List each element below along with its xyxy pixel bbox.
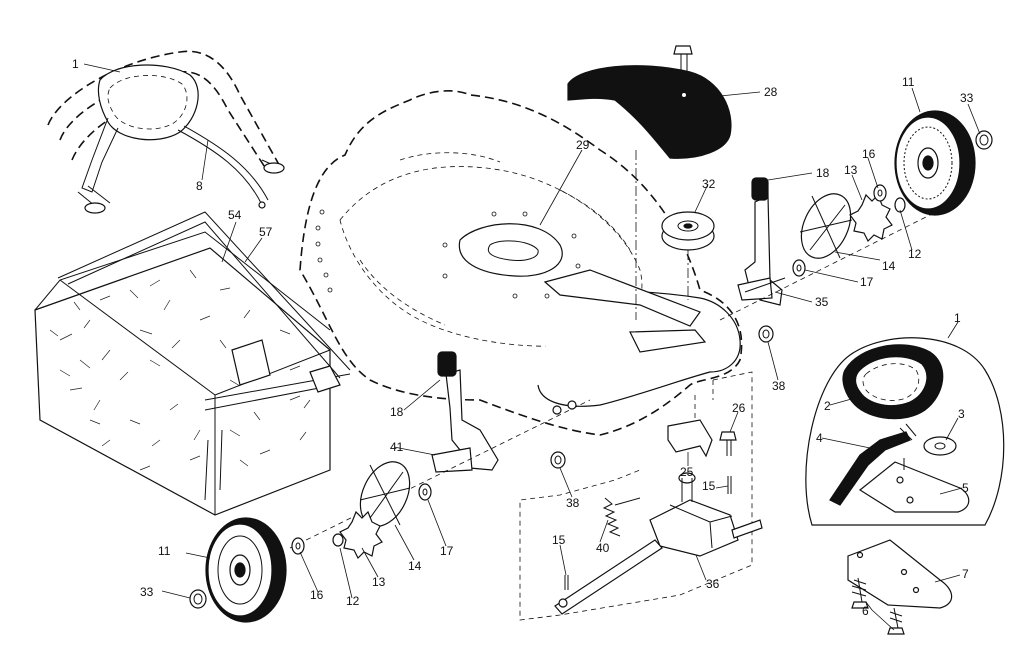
callout-11-left-wheel: 11: [158, 544, 171, 558]
callout-16-right: 16: [862, 147, 876, 161]
callout-11-right-wheel: 11: [902, 75, 915, 89]
plate-screw-parts: [851, 577, 905, 635]
grass-bag-part: [34, 231, 331, 516]
left-height-adjuster-part: [431, 351, 499, 473]
drive-screw-part: [719, 431, 737, 456]
callout-18-left-adjuster: 18: [390, 405, 404, 419]
callout-32-pulley: 32: [702, 177, 716, 191]
handle-cap-part: [81, 64, 199, 193]
drive-bracket-part: [667, 395, 713, 458]
inset-lever-part: [829, 423, 917, 506]
callout-1-handle-cap: 1: [72, 57, 79, 71]
callout-labels: 1 8 54 57 29 28 32 18 18 11 11 33 33 16 …: [72, 57, 974, 618]
left-bushing-part: [550, 451, 566, 469]
callout-4-inset: 4: [816, 431, 823, 445]
right-wheel-part: [894, 110, 976, 216]
callout-7-plate: 7: [962, 567, 969, 581]
inset-handle-cap-part: [842, 344, 944, 420]
callout-35-adjuster-bracket: 35: [815, 295, 829, 309]
callout-40-spring: 40: [596, 541, 610, 555]
callout-15-upper-pin: 15: [702, 479, 716, 493]
callout-8-cable: 8: [196, 179, 203, 193]
callout-1-inset: 1: [954, 311, 961, 325]
grass-bag-frame-part: [57, 211, 351, 501]
rear-shroud-part: [567, 65, 732, 159]
callout-14-right: 14: [882, 259, 896, 273]
callout-38-right-bushing: 38: [772, 379, 786, 393]
drive-spring-part: [602, 497, 641, 537]
callout-17-left: 17: [440, 544, 454, 558]
callout-17-right: 17: [860, 275, 874, 289]
shroud-bolt-part: [635, 45, 693, 320]
callout-54-grass-bag-frame: 54: [228, 208, 242, 222]
callout-14-left: 14: [408, 559, 422, 573]
left-wheel-part: [205, 517, 287, 623]
inset-washer-part: [923, 436, 957, 456]
callout-13-right: 13: [844, 163, 858, 177]
blade-part: [458, 223, 701, 327]
callout-25-drive-bracket: 25: [680, 465, 694, 479]
transmission-part: [554, 472, 763, 615]
callout-5-inset: 5: [962, 481, 969, 495]
callout-38-left-bushing: 38: [566, 496, 580, 510]
plate-part: [847, 539, 953, 609]
callout-15-lower-pin: 15: [552, 533, 566, 547]
right-axle-parts: [719, 184, 961, 321]
callout-6-screws: 6: [862, 604, 869, 618]
right-height-adjuster-part: [737, 177, 786, 306]
drive-pins-part: [564, 476, 732, 590]
pulley-part: [661, 211, 715, 300]
cable-part: [177, 125, 269, 209]
callout-16-left: 16: [310, 588, 324, 602]
inset-plate-part: [858, 458, 970, 513]
callout-28-rear-shroud: 28: [764, 85, 778, 99]
callout-29-blade: 29: [576, 138, 590, 152]
callout-18-right-adjuster: 18: [816, 166, 830, 180]
callout-41-left-bracket: 41: [390, 440, 404, 454]
callout-57-grass-bag: 57: [259, 225, 273, 239]
callout-3-inset: 3: [958, 407, 965, 421]
right-bushing-part: [758, 325, 774, 343]
callout-13-left: 13: [372, 575, 386, 589]
drive-assembly-outline: [519, 371, 753, 621]
left-wheel-nut-part: [189, 589, 207, 609]
leader-lines: [83, 63, 981, 631]
callout-2-inset: 2: [824, 399, 831, 413]
left-axle-parts: [289, 399, 591, 560]
callout-26-screw: 26: [732, 401, 746, 415]
callout-33-left-nut: 33: [140, 585, 154, 599]
callout-36-transmission: 36: [706, 577, 720, 591]
callout-33-right-nut: 33: [960, 91, 974, 105]
callout-12-left: 12: [346, 594, 360, 608]
right-wheel-nut-part: [975, 130, 993, 150]
callout-12-right: 12: [908, 247, 922, 261]
